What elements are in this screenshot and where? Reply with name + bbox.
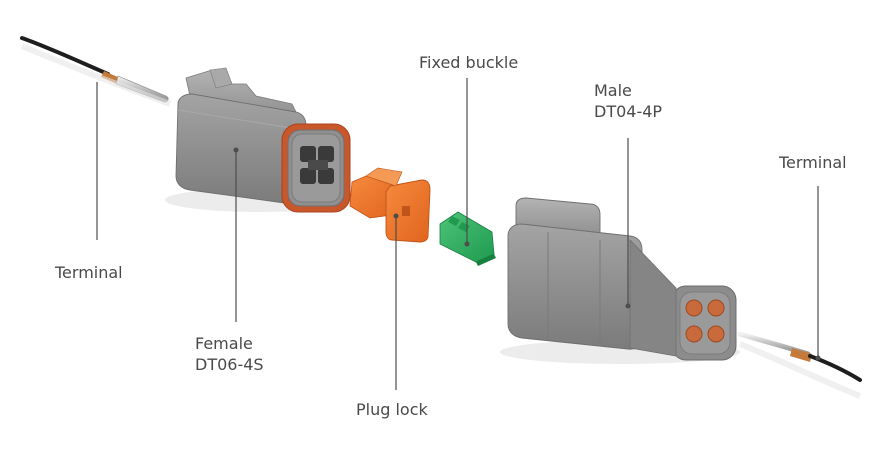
wire-right-shadow bbox=[738, 341, 862, 399]
wire-left bbox=[20, 36, 110, 76]
fixed-buckle-label: Fixed buckle bbox=[419, 53, 519, 72]
leader-lines bbox=[96, 78, 819, 390]
wire-right bbox=[808, 354, 862, 382]
plug-lock-label: Plug lock bbox=[356, 400, 428, 419]
fixed-buckle-part bbox=[439, 211, 496, 266]
terminal-right-label: Terminal bbox=[779, 153, 847, 172]
female-connector-part bbox=[165, 67, 355, 213]
plug-lock-part bbox=[349, 167, 431, 243]
terminal-left-part bbox=[20, 36, 172, 107]
male-connector-part bbox=[500, 197, 740, 364]
male-label-line2: DT04-4P bbox=[594, 102, 663, 121]
terminal-right-crimp bbox=[790, 348, 812, 362]
female-label-line1: Female bbox=[195, 334, 253, 353]
terminal-left-label: Terminal bbox=[55, 263, 123, 282]
wire-left-shadow bbox=[20, 43, 172, 107]
female-label-line2: DT06-4S bbox=[195, 355, 264, 374]
male-label-line1: Male bbox=[594, 81, 632, 100]
female-label: Female DT06-4S bbox=[195, 333, 264, 375]
male-label: Male DT04-4P bbox=[594, 80, 662, 122]
terminal-right-part bbox=[737, 331, 862, 399]
leader-dots bbox=[233, 147, 821, 361]
